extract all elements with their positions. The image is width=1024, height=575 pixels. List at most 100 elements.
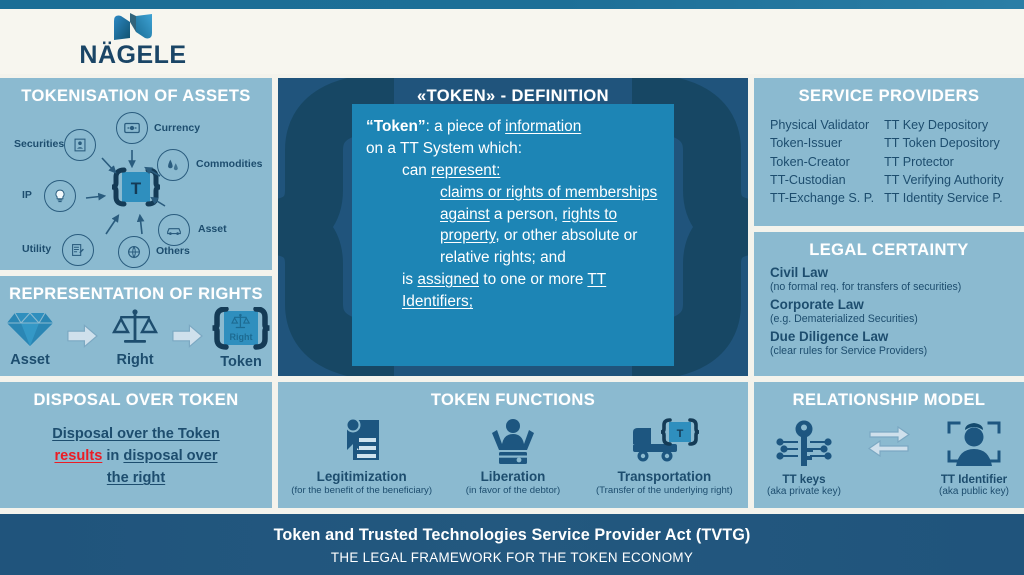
list-item: TT-Custodian (770, 172, 846, 187)
legal-item-sub: (no formal req. for transfers of securit… (770, 281, 962, 294)
service-providers-column-left: Physical Validator Token-Issuer Token-Cr… (770, 116, 874, 207)
person-scan-icon (926, 416, 1022, 470)
exchange-arrows-icon (866, 424, 912, 489)
footer-subtitle: THE LEGAL FRAMEWORK FOR THE TOKEN ECONOM… (330, 550, 694, 565)
header: NÄGELE (0, 9, 1024, 74)
relationship-tt-identifier: TT Identifier (aka public key) (926, 416, 1022, 497)
definition-line-1: “Token”: a piece of information (366, 116, 666, 138)
token-functions-title: TOKEN FUNCTIONS (430, 391, 596, 409)
service-providers-column-right: TT Key Depository TT Token Depository TT… (884, 116, 1003, 207)
token-inner-label: Right (230, 332, 253, 342)
definition-l1b: : a piece of (425, 118, 506, 135)
definition-line-5: is assigned to one or more TT (402, 269, 666, 291)
node-asset-icon (158, 214, 190, 246)
truck-token-icon: T (589, 416, 739, 466)
legal-item-sub: (e.g. Dematerialized Securities) (770, 313, 918, 326)
definition-line-4d: relative rights; and (440, 249, 566, 267)
relationship-right-sub: (aka public key) (938, 486, 1010, 497)
token-function-name: Transportation (617, 469, 712, 484)
definition-token-word: “Token” (366, 118, 426, 135)
list-item: TT Protector (884, 154, 954, 169)
definition-assigned: assigned (417, 271, 480, 289)
key-circuit-icon (756, 416, 852, 470)
rights-step-label-token: Token (220, 354, 262, 370)
token-function-name: Liberation (480, 469, 546, 484)
list-item: TT-Exchange S. P. (770, 191, 875, 205)
definition-brace-background (278, 78, 748, 376)
brand-logo: NÄGELE (58, 12, 208, 74)
definition-line-2: on a TT System which: (366, 139, 522, 157)
footer-notch (420, 510, 750, 514)
definition-line-4b: against a person, rights to (440, 204, 666, 226)
certificate-icon (287, 416, 437, 466)
top-accent-bar (0, 0, 1024, 9)
token-function-liberation: Liberation (in favor of the debtor) (438, 416, 588, 496)
definition-body: “Token”: a piece of information on a TT … (366, 116, 666, 313)
list-item: Token-Issuer (770, 136, 843, 151)
token-core-letter: T (131, 179, 142, 198)
rights-step-asset: Asset (0, 307, 60, 368)
token-function-transportation: T Transportation (Transfer of the underl… (589, 416, 739, 496)
disposal-results: results (54, 448, 103, 465)
list-item: TT Key Depository (884, 118, 989, 132)
token-function-sub: (for the benefit of the beneficiary) (291, 485, 433, 496)
panel-disposal-over-token: DISPOSAL OVER TOKEN Disposal over the To… (0, 382, 272, 508)
definition-one-or-more: to one or more (479, 271, 588, 289)
definition-absolute: , or other absolute or (495, 227, 638, 245)
diamond-icon (7, 312, 54, 346)
node-securities-icon (64, 129, 96, 161)
rights-step-right: Right (105, 307, 165, 368)
definition-against: against (440, 205, 490, 223)
brand-name: NÄGELE (79, 41, 187, 69)
token-function-legitimization: Legitimization (for the benefit of the b… (287, 416, 437, 496)
node-label-utility: Utility (22, 243, 52, 255)
disposal-body: Disposal over the Token results in dispo… (0, 423, 272, 490)
legal-item-head: Corporate Law (770, 296, 864, 312)
legal-item-head: Due Diligence Law (770, 328, 889, 344)
definition-rights-to: rights to (562, 205, 618, 223)
definition-is: is (402, 271, 418, 289)
token-function-sub: (Transfer of the underlying right) (595, 485, 733, 496)
definition-can: can (402, 161, 432, 179)
node-label-asset: Asset (198, 223, 227, 235)
node-label-others: Others (156, 245, 190, 257)
footer-bar: Token and Trusted Technologies Service P… (0, 510, 1024, 575)
token-function-sub: (in favor of the debtor) (465, 485, 561, 496)
rights-step-label-right: Right (116, 352, 154, 368)
node-currency-icon (116, 112, 148, 144)
list-item: TT Token Depository (884, 136, 1000, 151)
svg-text:T: T (677, 428, 684, 440)
disposal-part-1: Disposal over the Token (52, 426, 220, 442)
definition-inner-box (352, 104, 674, 366)
legal-certainty-list: Civil Law (no formal req. for transfers … (754, 260, 1024, 359)
list-item: TT Verifying Authority (884, 172, 1004, 187)
panel-legal-certainty: LEGAL CERTAINTY Civil Law (no formal req… (754, 232, 1024, 376)
definition-identifiers: Identifiers; (402, 293, 474, 310)
panel-token-definition: «TOKEN» - DEFINITION “Token”: a piece of… (278, 78, 748, 376)
scales-icon (112, 309, 159, 343)
rights-step-label-asset: Asset (10, 352, 50, 368)
definition-tt: TT (587, 271, 607, 289)
disposal-in: in (102, 448, 124, 465)
service-providers-list: Physical Validator Token-Issuer Token-Cr… (754, 106, 1024, 207)
disposal-part-5: the right (106, 470, 166, 487)
relationship-left-sub: (aka private key) (767, 486, 841, 497)
person-card-icon (438, 416, 588, 466)
node-ip-icon (44, 180, 76, 212)
definition-represent: represent: (431, 161, 501, 179)
definition-line-6: Identifiers; (402, 291, 666, 313)
disposal-title: DISPOSAL OVER TOKEN (33, 391, 239, 409)
panel-representation-of-rights: REPRESENTATION OF RIGHTS Asset (0, 276, 272, 376)
definition-line-4a: claims or rights of memberships (440, 182, 666, 204)
node-commodities-icon (157, 149, 189, 181)
node-label-securities: Securities (14, 138, 65, 150)
panel-service-providers: SERVICE PROVIDERS Physical Validator Tok… (754, 78, 1024, 226)
relationship-tt-keys: TT keys (aka private key) (756, 416, 852, 497)
legal-item-sub: (clear rules for Service Providers) (770, 345, 928, 357)
arrow-right-icon-1 (67, 324, 98, 348)
arrow-right-icon-2 (172, 324, 203, 348)
list-item: TT Identity Service P. (884, 191, 1003, 205)
node-label-commodities: Commodities (196, 158, 263, 170)
diagram-arrows (85, 150, 166, 235)
list-item: Physical Validator (770, 118, 870, 132)
